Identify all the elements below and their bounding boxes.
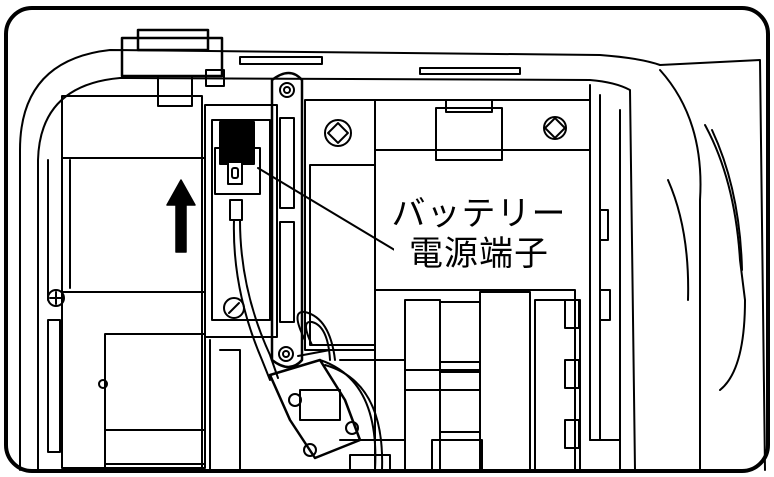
vent-slots [239,56,521,75]
top-clip [120,28,225,107]
arrow-up-icon [166,179,196,253]
connector-plug-icon [268,310,384,471]
callout-label-line1: バッテリー [391,194,567,234]
left-panel [47,95,206,469]
bottom-details [209,339,621,471]
terminal-wire [229,199,279,381]
callout-label-line2: 電源端子 [409,234,549,274]
lower-mechanism [339,289,581,471]
callout-leader-line [257,167,409,259]
device-housing [19,49,766,471]
screw-icon [47,289,65,307]
callout-label: バッテリー 電源端子 [391,190,567,278]
bracket-bar [270,71,304,369]
middle-chassis [304,94,611,441]
battery-terminal-icon [219,121,255,185]
